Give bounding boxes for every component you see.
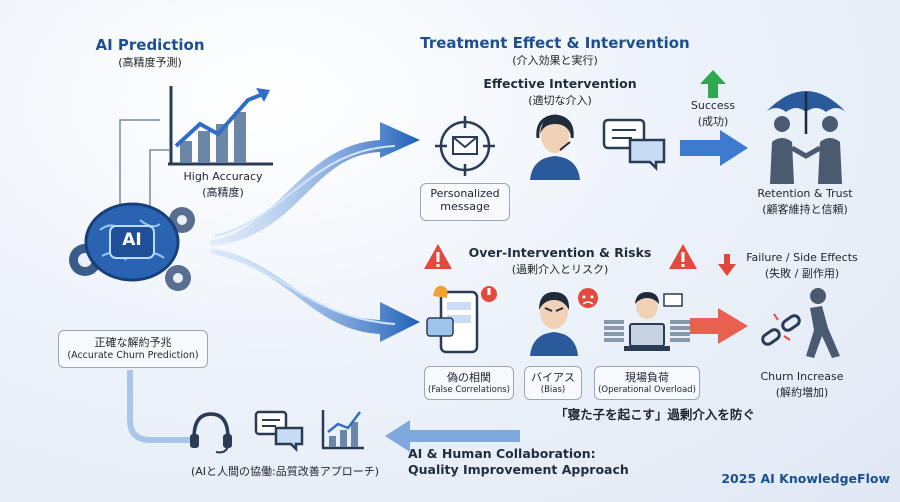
- accuracy-label: High Accuracy: [183, 170, 263, 183]
- churn-increase-label: Churn Increase: [760, 370, 844, 383]
- headset-icon: [190, 412, 232, 454]
- phone-notification-icon: [426, 285, 497, 354]
- overload-box: 現場負荷 (Operational Overload): [594, 366, 700, 400]
- false-correlation-box: 偽の相関 (False Correlations): [424, 366, 514, 400]
- broken-chain-walker-icon: [761, 288, 840, 358]
- false-corr-label: 偽の相関: [447, 371, 491, 384]
- chat-bubbles-icon: [254, 410, 304, 453]
- retention-label: Retention & Trust: [757, 187, 853, 200]
- personalized-message-box: Personalized message: [420, 183, 510, 221]
- failure-sub: (失敗 / 副作用): [764, 267, 840, 280]
- bar-chart-icon: [321, 410, 364, 450]
- churn-sub: (Accurate Churn Prediction): [67, 350, 199, 361]
- success-sub: (成功): [697, 115, 729, 128]
- connector-lines: [119, 119, 170, 215]
- slogan: 「寝た子を起こす」過剰介入を防ぐ: [555, 407, 755, 422]
- overload-label: 現場負荷: [625, 371, 669, 384]
- umbrella-handshake-icon: [766, 91, 846, 184]
- effective-subtitle: (適切な介入): [528, 94, 592, 107]
- warning-icon: [424, 244, 452, 269]
- chat-bubbles-icon: [602, 118, 666, 172]
- bias-sub: (Bias): [540, 385, 566, 395]
- treatment-title: Treatment Effect & Intervention: [420, 34, 690, 52]
- failure-label: Failure / Side Effects: [746, 251, 858, 264]
- overload-sub: (Operational Overload): [598, 385, 696, 395]
- warning-icon: [669, 244, 697, 269]
- churn-label: 正確な解約予兆: [94, 336, 172, 349]
- brain-text: AI: [122, 230, 142, 250]
- collab-title: AI & Human Collaboration:: [408, 446, 596, 461]
- footer-brand: 2025 AI KnowledgeFlow: [721, 471, 890, 486]
- overload-operator-icon: [604, 292, 690, 351]
- growth-chart-icon: [168, 86, 273, 166]
- churn-increase-sub: (解約増加): [775, 386, 829, 399]
- collab-title2: Quality Improvement Approach: [408, 462, 629, 477]
- accuracy-sub: (高精度): [202, 186, 244, 199]
- bias-label: バイアス: [531, 371, 575, 384]
- envelope-target-icon: [435, 116, 495, 176]
- bias-box: バイアス (Bias): [524, 366, 582, 400]
- operator-headset-icon: [530, 114, 580, 180]
- failure-down-arrow: [718, 254, 736, 276]
- retention-sub: (顧客維持と信頼): [762, 203, 848, 216]
- churn-prediction-box: 正確な解約予兆 (Accurate Churn Prediction): [58, 330, 208, 368]
- message-label2: message: [440, 200, 490, 213]
- prediction-title: AI Prediction: [95, 36, 205, 54]
- angry-face-icon: [530, 288, 598, 356]
- false-corr-sub: (False Correlations): [428, 385, 510, 395]
- effective-title: Effective Intervention: [483, 76, 637, 91]
- collab-subtitle: (AIと人間の協働:品質改善アプローチ): [190, 465, 380, 478]
- treatment-subtitle: (介入効果と実行): [512, 54, 598, 67]
- success-up-arrow: [700, 70, 726, 98]
- over-title: Over-Intervention & Risks: [468, 245, 652, 260]
- prediction-subtitle: (高精度予測): [118, 56, 182, 69]
- message-label: Personalized: [430, 187, 500, 200]
- success-label: Success: [690, 99, 736, 112]
- over-subtitle: (過剰介入とリスク): [511, 263, 609, 276]
- ai-brain-icon: [69, 202, 195, 291]
